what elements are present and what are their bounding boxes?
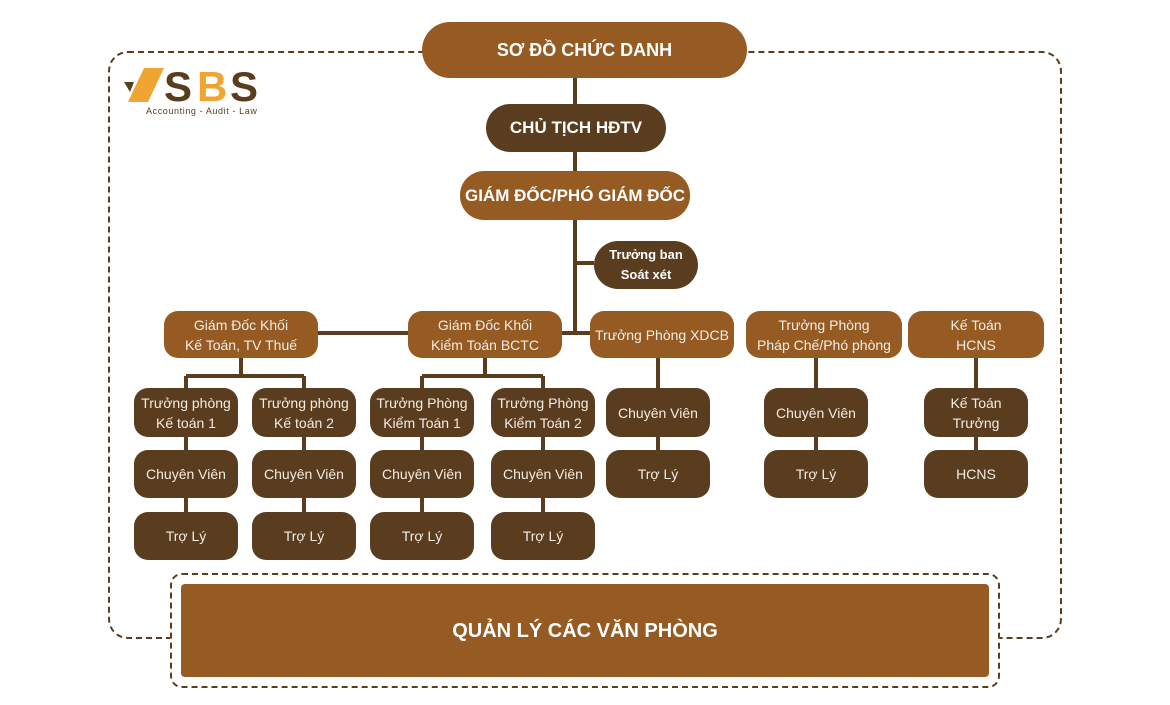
division-accounting-tax: Giám Đốc Khối Kế Toán, TV Thuế (164, 311, 318, 358)
col1-row2: Chuyên Viên (134, 450, 238, 498)
office-management-box: QUẢN LÝ CÁC VĂN PHÒNG (181, 584, 989, 677)
col2-row1: Trưởng phòng Kế toán 2 (252, 388, 356, 437)
division-audit: Giám Đốc Khối Kiểm Toán BCTC (408, 311, 562, 358)
svg-text:B: B (197, 66, 226, 104)
col5-row2: Trợ Lý (606, 450, 710, 498)
review-head-box: Trưởng ban Soát xét (594, 241, 698, 289)
col2-row3: Trợ Lý (252, 512, 356, 560)
svg-text:S: S (230, 66, 257, 104)
col4-row2: Chuyên Viên (491, 450, 595, 498)
division-xdcb: Trưởng Phòng XDCB (590, 311, 734, 358)
col4-row1: Trưởng Phòng Kiểm Toán 2 (491, 388, 595, 437)
chairman-box: CHỦ TỊCH HĐTV (486, 104, 666, 152)
col3-row2: Chuyên Viên (370, 450, 474, 498)
col7-row2: HCNS (924, 450, 1028, 498)
chart-title: SƠ ĐỒ CHỨC DANH (422, 22, 747, 78)
col7-row1: Kế Toán Trưởng (924, 388, 1028, 437)
col5-row1: Chuyên Viên (606, 388, 710, 437)
col2-row2: Chuyên Viên (252, 450, 356, 498)
col1-row3: Trợ Lý (134, 512, 238, 560)
col4-row3: Trợ Lý (491, 512, 595, 560)
division-hr-accounting: Kế Toán HCNS (908, 311, 1044, 358)
sbs-logo: S B S (122, 63, 287, 110)
svg-text:S: S (164, 66, 191, 104)
director-box: GIÁM ĐỐC/PHÓ GIÁM ĐỐC (460, 171, 690, 220)
col6-row2: Trợ Lý (764, 450, 868, 498)
col1-row1: Trưởng phòng Kế toán 1 (134, 388, 238, 437)
col3-row1: Trưởng Phòng Kiểm Toán 1 (370, 388, 474, 437)
col6-row1: Chuyên Viên (764, 388, 868, 437)
logo-tagline: Accounting - Audit - Law (146, 106, 258, 116)
division-legal: Trưởng Phòng Pháp Chế/Phó phòng (746, 311, 902, 358)
col3-row3: Trợ Lý (370, 512, 474, 560)
